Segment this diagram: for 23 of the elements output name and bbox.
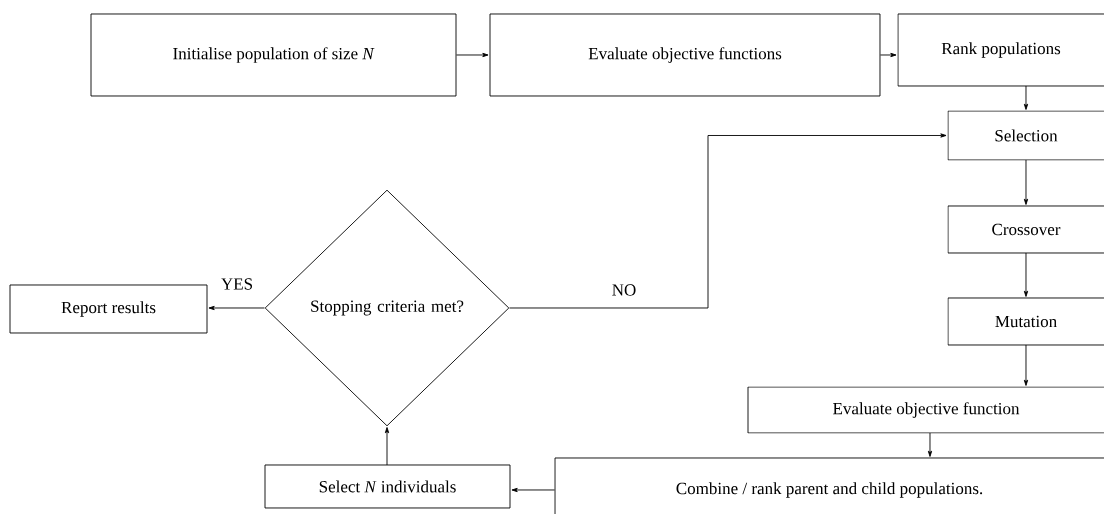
process-box: Evaluate objective function (747, 386, 1104, 434)
process-box: Initialise population of size N (90, 13, 457, 97)
edge-label: YES (219, 277, 255, 291)
process-box: Crossover (947, 205, 1104, 254)
arrow (1023, 85, 1029, 110)
arrow (456, 52, 489, 58)
process-box: Rank populations (897, 13, 1104, 87)
arrow (208, 305, 265, 311)
arrow (511, 487, 555, 493)
arrow (509, 133, 947, 309)
process-box: Selection (947, 110, 1104, 161)
arrow (880, 52, 897, 58)
process-box: Report results (9, 284, 208, 334)
process-box: Evaluate objective functions (489, 13, 881, 97)
arrow (927, 432, 933, 457)
process-box: Combine / rank parent and child populations. (554, 457, 1104, 514)
arrow (1023, 344, 1029, 386)
arrow (384, 427, 390, 466)
arrow (1023, 252, 1029, 297)
edge-label: NO (610, 283, 638, 297)
arrow (1023, 159, 1029, 205)
process-box: Select N individuals (264, 464, 511, 509)
process-box: Mutation (947, 297, 1104, 346)
